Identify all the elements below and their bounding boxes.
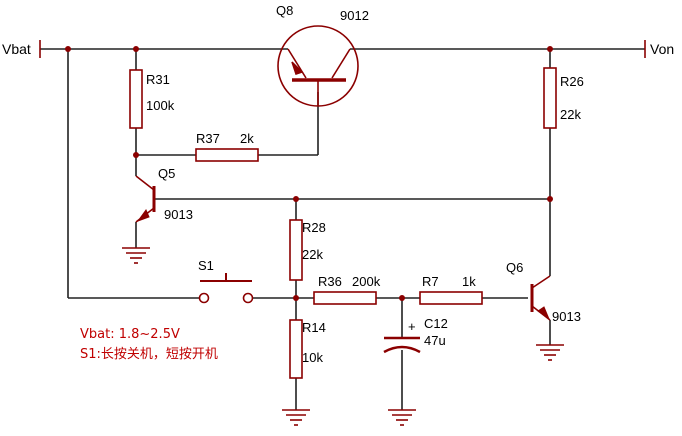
r37-value: 2k [240, 131, 254, 146]
q8-ref: Q8 [276, 3, 293, 18]
note-s1-function: S1:长按关机，短按开机 [80, 347, 218, 362]
resistor-r7: R7 1k [419, 274, 483, 305]
r7-ref: R7 [422, 274, 439, 289]
von-terminal: Von [644, 40, 674, 58]
resistor-r26: R26 22k [543, 67, 584, 129]
r26-value: 22k [560, 107, 581, 122]
junction-dot [547, 196, 553, 202]
junction-dot [133, 152, 139, 158]
q5-value: 9013 [164, 207, 193, 222]
junction-dots [65, 46, 553, 301]
ground-r14 [282, 409, 310, 426]
r14-value: 10k [302, 350, 323, 365]
r36-value: 200k [352, 274, 381, 289]
switch-s1: S1 [198, 258, 254, 304]
junction-dot [547, 46, 553, 52]
r28-value: 22k [302, 247, 323, 262]
vbat-label: Vbat [2, 41, 31, 57]
transistor-q5: Q5 9013 [135, 166, 193, 223]
note-vbat-range: Vbat: 1.8~2.5V [80, 327, 180, 342]
ground-q6 [536, 344, 564, 361]
ground-q5 [122, 247, 150, 264]
resistor-r37: R37 2k [195, 131, 259, 162]
q8-value: 9012 [340, 8, 369, 23]
von-label: Von [650, 41, 674, 57]
transistor-q6: Q6 9013 [506, 260, 581, 324]
r7-value: 1k [462, 274, 476, 289]
junction-dot [65, 46, 71, 52]
resistor-r36: R36 200k [313, 274, 381, 305]
resistor-r31: R31 100k [129, 69, 175, 129]
r14-ref: R14 [302, 320, 326, 335]
r31-ref: R31 [146, 72, 170, 87]
q6-value: 9013 [552, 309, 581, 324]
transistor-q8: Q8 9012 [276, 3, 369, 107]
c12-ref: C12 [424, 316, 448, 331]
r37-ref: R37 [196, 131, 220, 146]
junction-dot [293, 295, 299, 301]
r28-ref: R28 [302, 220, 326, 235]
r31-value: 100k [146, 98, 175, 113]
junction-dot [133, 46, 139, 52]
resistor-r28: R28 22k [289, 219, 326, 281]
s1-ref: S1 [198, 258, 214, 273]
resistor-r14: R14 10k [289, 319, 326, 379]
r36-ref: R36 [318, 274, 342, 289]
junction-dot [293, 196, 299, 202]
capacitor-c12: + C12 47u [383, 316, 448, 354]
ground-c12 [388, 409, 416, 426]
c12-value: 47u [424, 333, 446, 348]
junction-dot [399, 295, 405, 301]
q6-ref: Q6 [506, 260, 523, 275]
vbat-terminal: Vbat [2, 40, 41, 58]
r26-ref: R26 [560, 74, 584, 89]
c12-polarity: + [408, 319, 416, 334]
q5-ref: Q5 [158, 166, 175, 181]
